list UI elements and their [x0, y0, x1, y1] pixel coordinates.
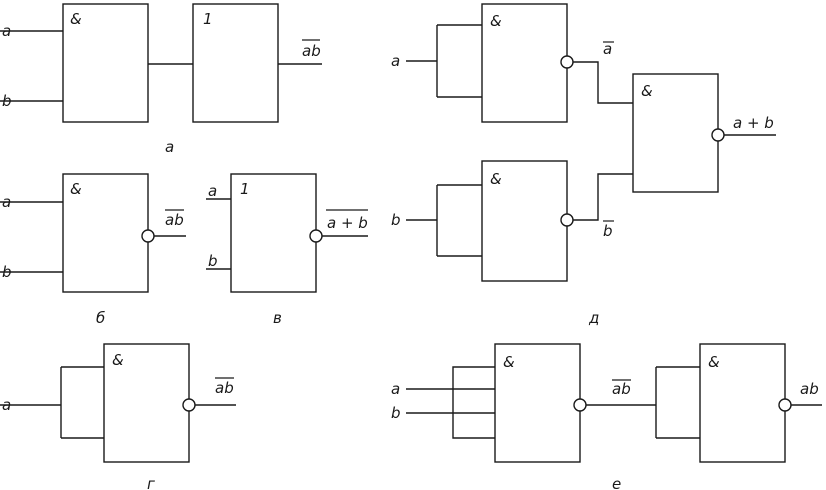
output-label-ab: ab: [215, 379, 234, 397]
mid-label-ab: ab: [612, 380, 631, 398]
inversion-bubble-first: [573, 398, 587, 412]
circuit-d: & & & a b a b a + b д: [391, 3, 776, 327]
and-gate: [62, 173, 149, 293]
input-label-a: a: [2, 396, 11, 414]
or-gate: [192, 3, 279, 123]
or-symbol: 1: [203, 10, 213, 28]
circuit-b: & a b ab б: [0, 173, 186, 327]
input-label-a: a: [391, 380, 400, 398]
output-label-a-plus-b: a + b: [327, 214, 368, 232]
label-not-a: a: [603, 40, 612, 58]
output-label-ab: ab: [165, 211, 184, 229]
circuit-e: & & a b ab ab е: [391, 343, 822, 490]
and-symbol: &: [112, 351, 124, 369]
wire-not-b: [573, 173, 633, 221]
and-symbol-first: &: [503, 353, 515, 371]
caption-a: а: [165, 138, 174, 156]
and-gate-bottom: [481, 160, 568, 282]
input-label-b: b: [2, 263, 12, 281]
input-label-a: a: [208, 182, 217, 200]
inversion-bubble-second: [778, 398, 792, 412]
and-symbol: &: [70, 10, 82, 28]
and-symbol-final: &: [641, 82, 653, 100]
output-label-a-plus-b: a + b: [733, 114, 774, 132]
caption-e: е: [612, 475, 621, 490]
circuit-a: & 1 a b ab а: [0, 3, 322, 156]
output-label-ab: ab: [800, 380, 819, 398]
wire-not-a: [573, 61, 633, 104]
wire-input-bracket: [452, 366, 495, 439]
or-symbol: 1: [240, 180, 250, 198]
and-gate: [62, 3, 149, 123]
circuit-g: & a ab г: [0, 343, 236, 490]
inversion-bubble-bottom: [560, 213, 574, 227]
inversion-bubble-top: [560, 55, 574, 69]
input-label-b: b: [208, 252, 218, 270]
caption-v: в: [273, 309, 282, 327]
and-gate-final: [632, 73, 719, 193]
caption-g: г: [147, 475, 155, 490]
and-symbol-second: &: [708, 353, 720, 371]
input-label-b: b: [2, 92, 12, 110]
output-label-ab: ab: [302, 42, 321, 60]
and-symbol-bottom: &: [490, 170, 502, 188]
or-gate: [230, 173, 317, 293]
caption-b: б: [96, 309, 105, 327]
inversion-bubble: [309, 229, 323, 243]
input-label-b: b: [391, 404, 401, 422]
and-symbol-top: &: [490, 12, 502, 30]
circuit-v: 1 a b a + b в: [206, 173, 368, 327]
input-label-b: b: [391, 211, 401, 229]
and-symbol: &: [70, 180, 82, 198]
input-label-a: a: [391, 52, 400, 70]
inversion-bubble: [182, 398, 196, 412]
input-label-a: a: [2, 193, 11, 211]
input-label-a: a: [2, 22, 11, 40]
label-not-b: b: [603, 222, 613, 240]
inversion-bubble-final: [711, 128, 725, 142]
caption-d: д: [588, 309, 599, 327]
and-gate-second: [699, 343, 786, 463]
inversion-bubble: [141, 229, 155, 243]
and-gate-top: [481, 3, 568, 123]
